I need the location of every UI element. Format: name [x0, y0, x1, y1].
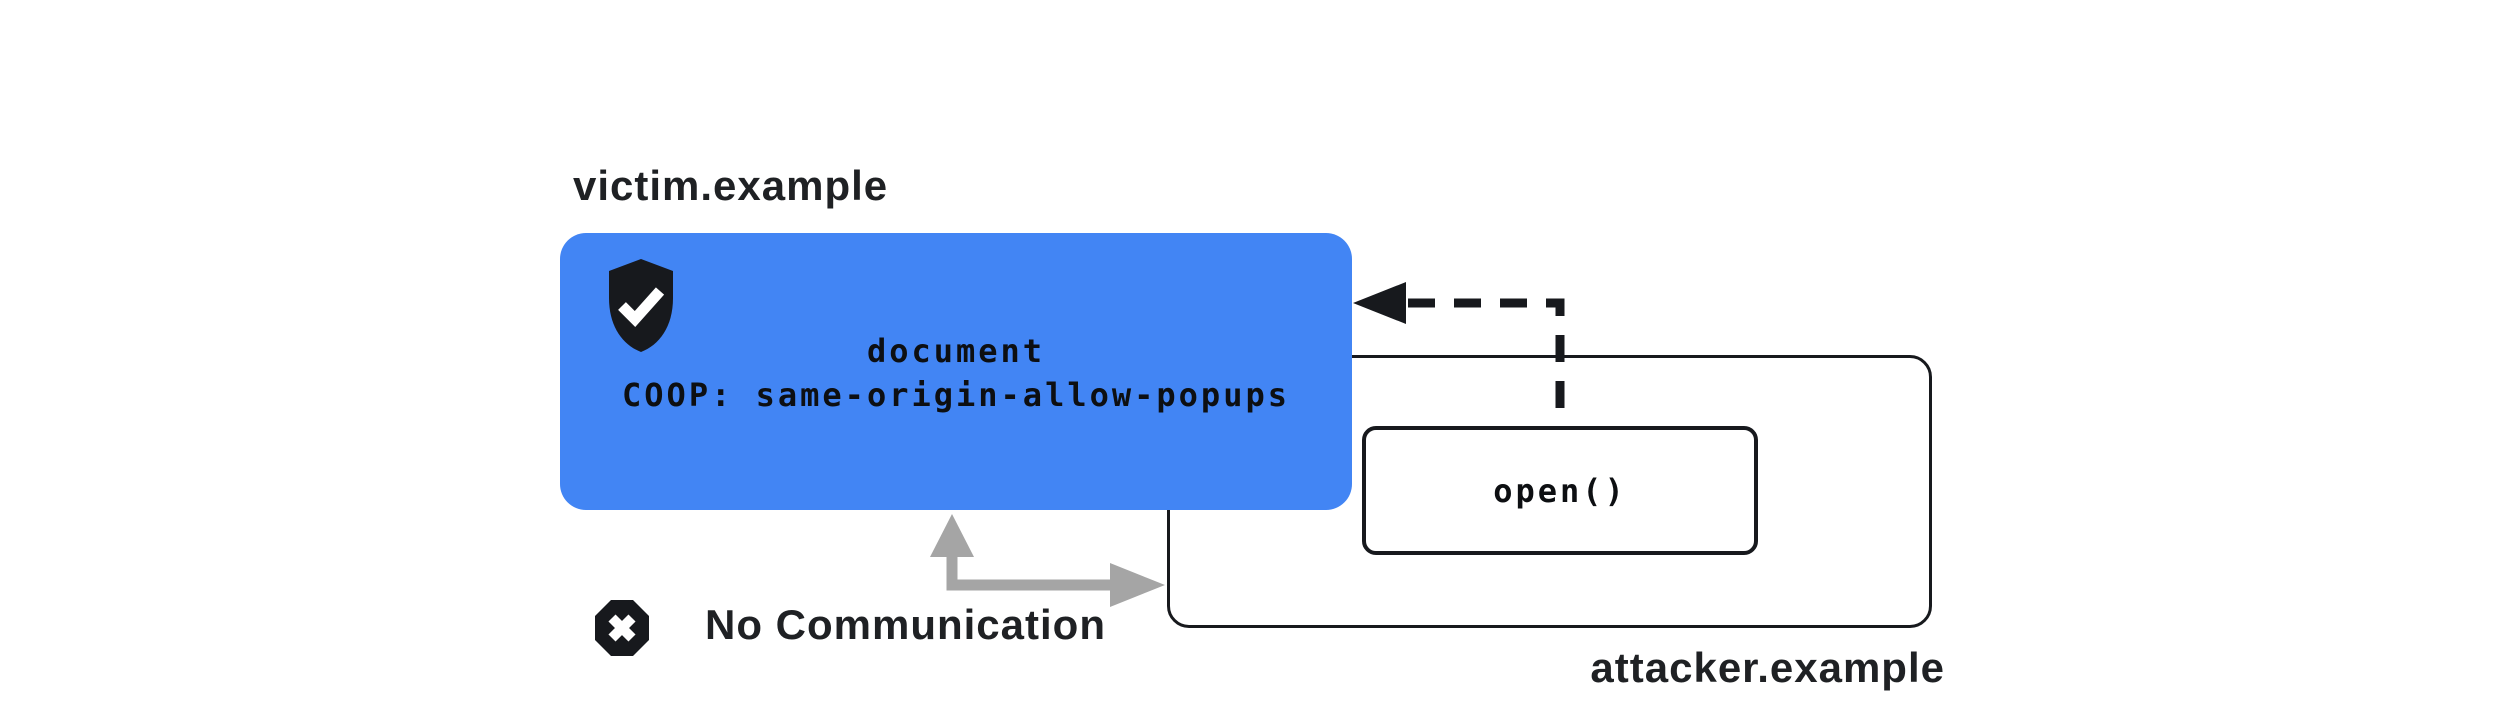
coop-policy-line: COOP: same-origin-allow-popups: [622, 376, 1290, 414]
shield-check-icon: [609, 259, 673, 352]
attacker-domain-label: attacker.example: [1590, 644, 1945, 691]
victim-document-box: [560, 233, 1352, 510]
victim-domain-label: victim.example: [573, 162, 889, 209]
open-call-box: open(): [1362, 426, 1758, 555]
x-octagon-icon: [595, 600, 649, 656]
open-call-label: open(): [1493, 471, 1627, 510]
gray-elbow-arrow: [930, 514, 1165, 607]
victim-document-text: document COOP: same-origin-allow-popups: [560, 329, 1352, 417]
no-communication-label: No Communication: [705, 601, 1106, 648]
document-line: document: [866, 332, 1046, 370]
